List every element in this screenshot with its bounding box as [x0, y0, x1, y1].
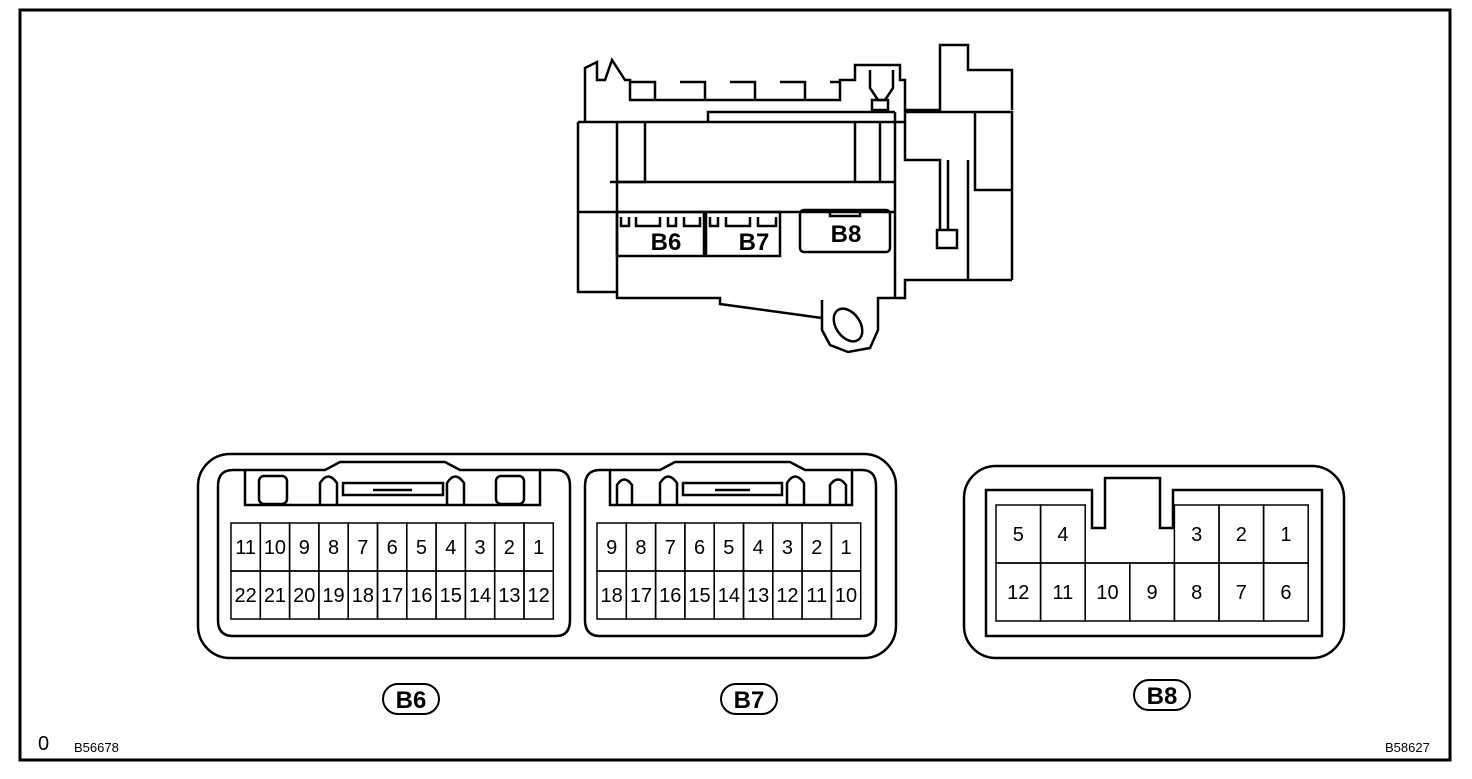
housing-label-b6: B6 — [651, 229, 682, 256]
b7-pin-number: 4 — [753, 537, 764, 559]
b8-pin-number: 7 — [1236, 582, 1247, 604]
connector-label-b7-text: B7 — [734, 687, 765, 714]
b7-pin-number: 1 — [840, 537, 851, 559]
b6-pin-number: 2 — [504, 537, 515, 559]
connector-b6-b7-housing — [196, 452, 898, 660]
footer-left-code: B56678 — [74, 740, 119, 755]
b6-pin-number: 20 — [293, 585, 315, 607]
b7-pin-number: 14 — [718, 585, 740, 607]
b6-pin-cell — [523, 570, 555, 620]
b8-pin-cell — [1262, 562, 1309, 622]
b8-pin-number: 9 — [1147, 582, 1158, 604]
b6-pin-number: 1 — [533, 537, 544, 559]
footer-right-code: B58627 — [1385, 740, 1430, 755]
b7-pin-number: 11 — [806, 585, 827, 607]
footer-left-mark: 0 — [38, 733, 49, 755]
b7-pin-number: 3 — [782, 537, 793, 559]
outer-border — [18, 8, 1452, 762]
b8-pin-number: 4 — [1057, 524, 1068, 546]
b7-pin-number: 7 — [665, 537, 676, 559]
b6-pin-number: 12 — [528, 585, 550, 607]
connector-label-b8-text: B8 — [1147, 683, 1178, 710]
b6-pin-number: 16 — [410, 585, 432, 607]
connector-label-b7-ring — [720, 683, 778, 715]
b6-pin-number: 4 — [445, 537, 456, 559]
b6-pin-number: 11 — [235, 537, 256, 559]
b7-pin-number: 13 — [747, 585, 769, 607]
b8-pin-number: 6 — [1280, 582, 1291, 604]
connector-label-b7: B7 — [720, 683, 778, 715]
b7-pin-number: 9 — [606, 537, 617, 559]
b6-pin-number: 5 — [416, 537, 427, 559]
b7-pin-number: 17 — [630, 585, 652, 607]
connector-b8-housing — [962, 464, 1346, 660]
b8-pin-number: 11 — [1053, 582, 1074, 604]
b7-pin-number: 5 — [723, 537, 734, 559]
b8-pin-number: 3 — [1191, 524, 1202, 546]
b6-pin-number: 9 — [299, 537, 310, 559]
b6-pin-number: 18 — [352, 585, 374, 607]
b7-pin-number: 16 — [659, 585, 681, 607]
housing-label-b7: B7 — [739, 229, 770, 256]
b6-pin-number: 10 — [264, 537, 286, 559]
connector-label-b8-ring — [1133, 679, 1191, 711]
b6-pin-number: 3 — [474, 537, 485, 559]
b8-pin-number: 1 — [1280, 524, 1291, 546]
b6-pin-number: 7 — [357, 537, 368, 559]
b6-pin-number: 19 — [322, 585, 344, 607]
connector-label-b8: B8 — [1133, 679, 1191, 711]
b8-pin-number: 10 — [1096, 582, 1118, 604]
b6-pin-number: 17 — [381, 585, 403, 607]
b7-pin-number: 10 — [835, 585, 857, 607]
b7-pin-number: 8 — [635, 537, 646, 559]
connector-label-b6: B6 — [382, 683, 440, 715]
b6-pin-number: 21 — [264, 585, 286, 607]
component-housing — [576, 43, 1014, 354]
b8-pin-grid: 5 4 3 2 1 12 11 10 9 8 7 6 — [995, 504, 1309, 622]
connector-label-b6-text: B6 — [396, 687, 427, 714]
b6-pin-number: 6 — [387, 537, 398, 559]
b7-pin-number: 15 — [688, 585, 710, 607]
b7-pin-number: 18 — [601, 585, 623, 607]
b8-pin-number: 5 — [1013, 524, 1024, 546]
connector-label-b6-ring — [382, 683, 440, 715]
b8-pin-number: 12 — [1007, 582, 1029, 604]
b6-pin-number: 14 — [469, 585, 491, 607]
b6-pin-number: 13 — [498, 585, 520, 607]
b7-pin-number: 12 — [776, 585, 798, 607]
b7-pin-number: 6 — [694, 537, 705, 559]
b8-pin-number: 8 — [1191, 582, 1202, 604]
housing-label-b8: B8 — [831, 221, 862, 248]
b6-pin-number: 15 — [440, 585, 462, 607]
b8-pin-number: 2 — [1236, 524, 1247, 546]
b7-pin-number: 2 — [811, 537, 822, 559]
b6-pin-number: 8 — [328, 537, 339, 559]
b7-pin-cell — [830, 570, 862, 620]
b6-pin-number: 22 — [235, 585, 257, 607]
